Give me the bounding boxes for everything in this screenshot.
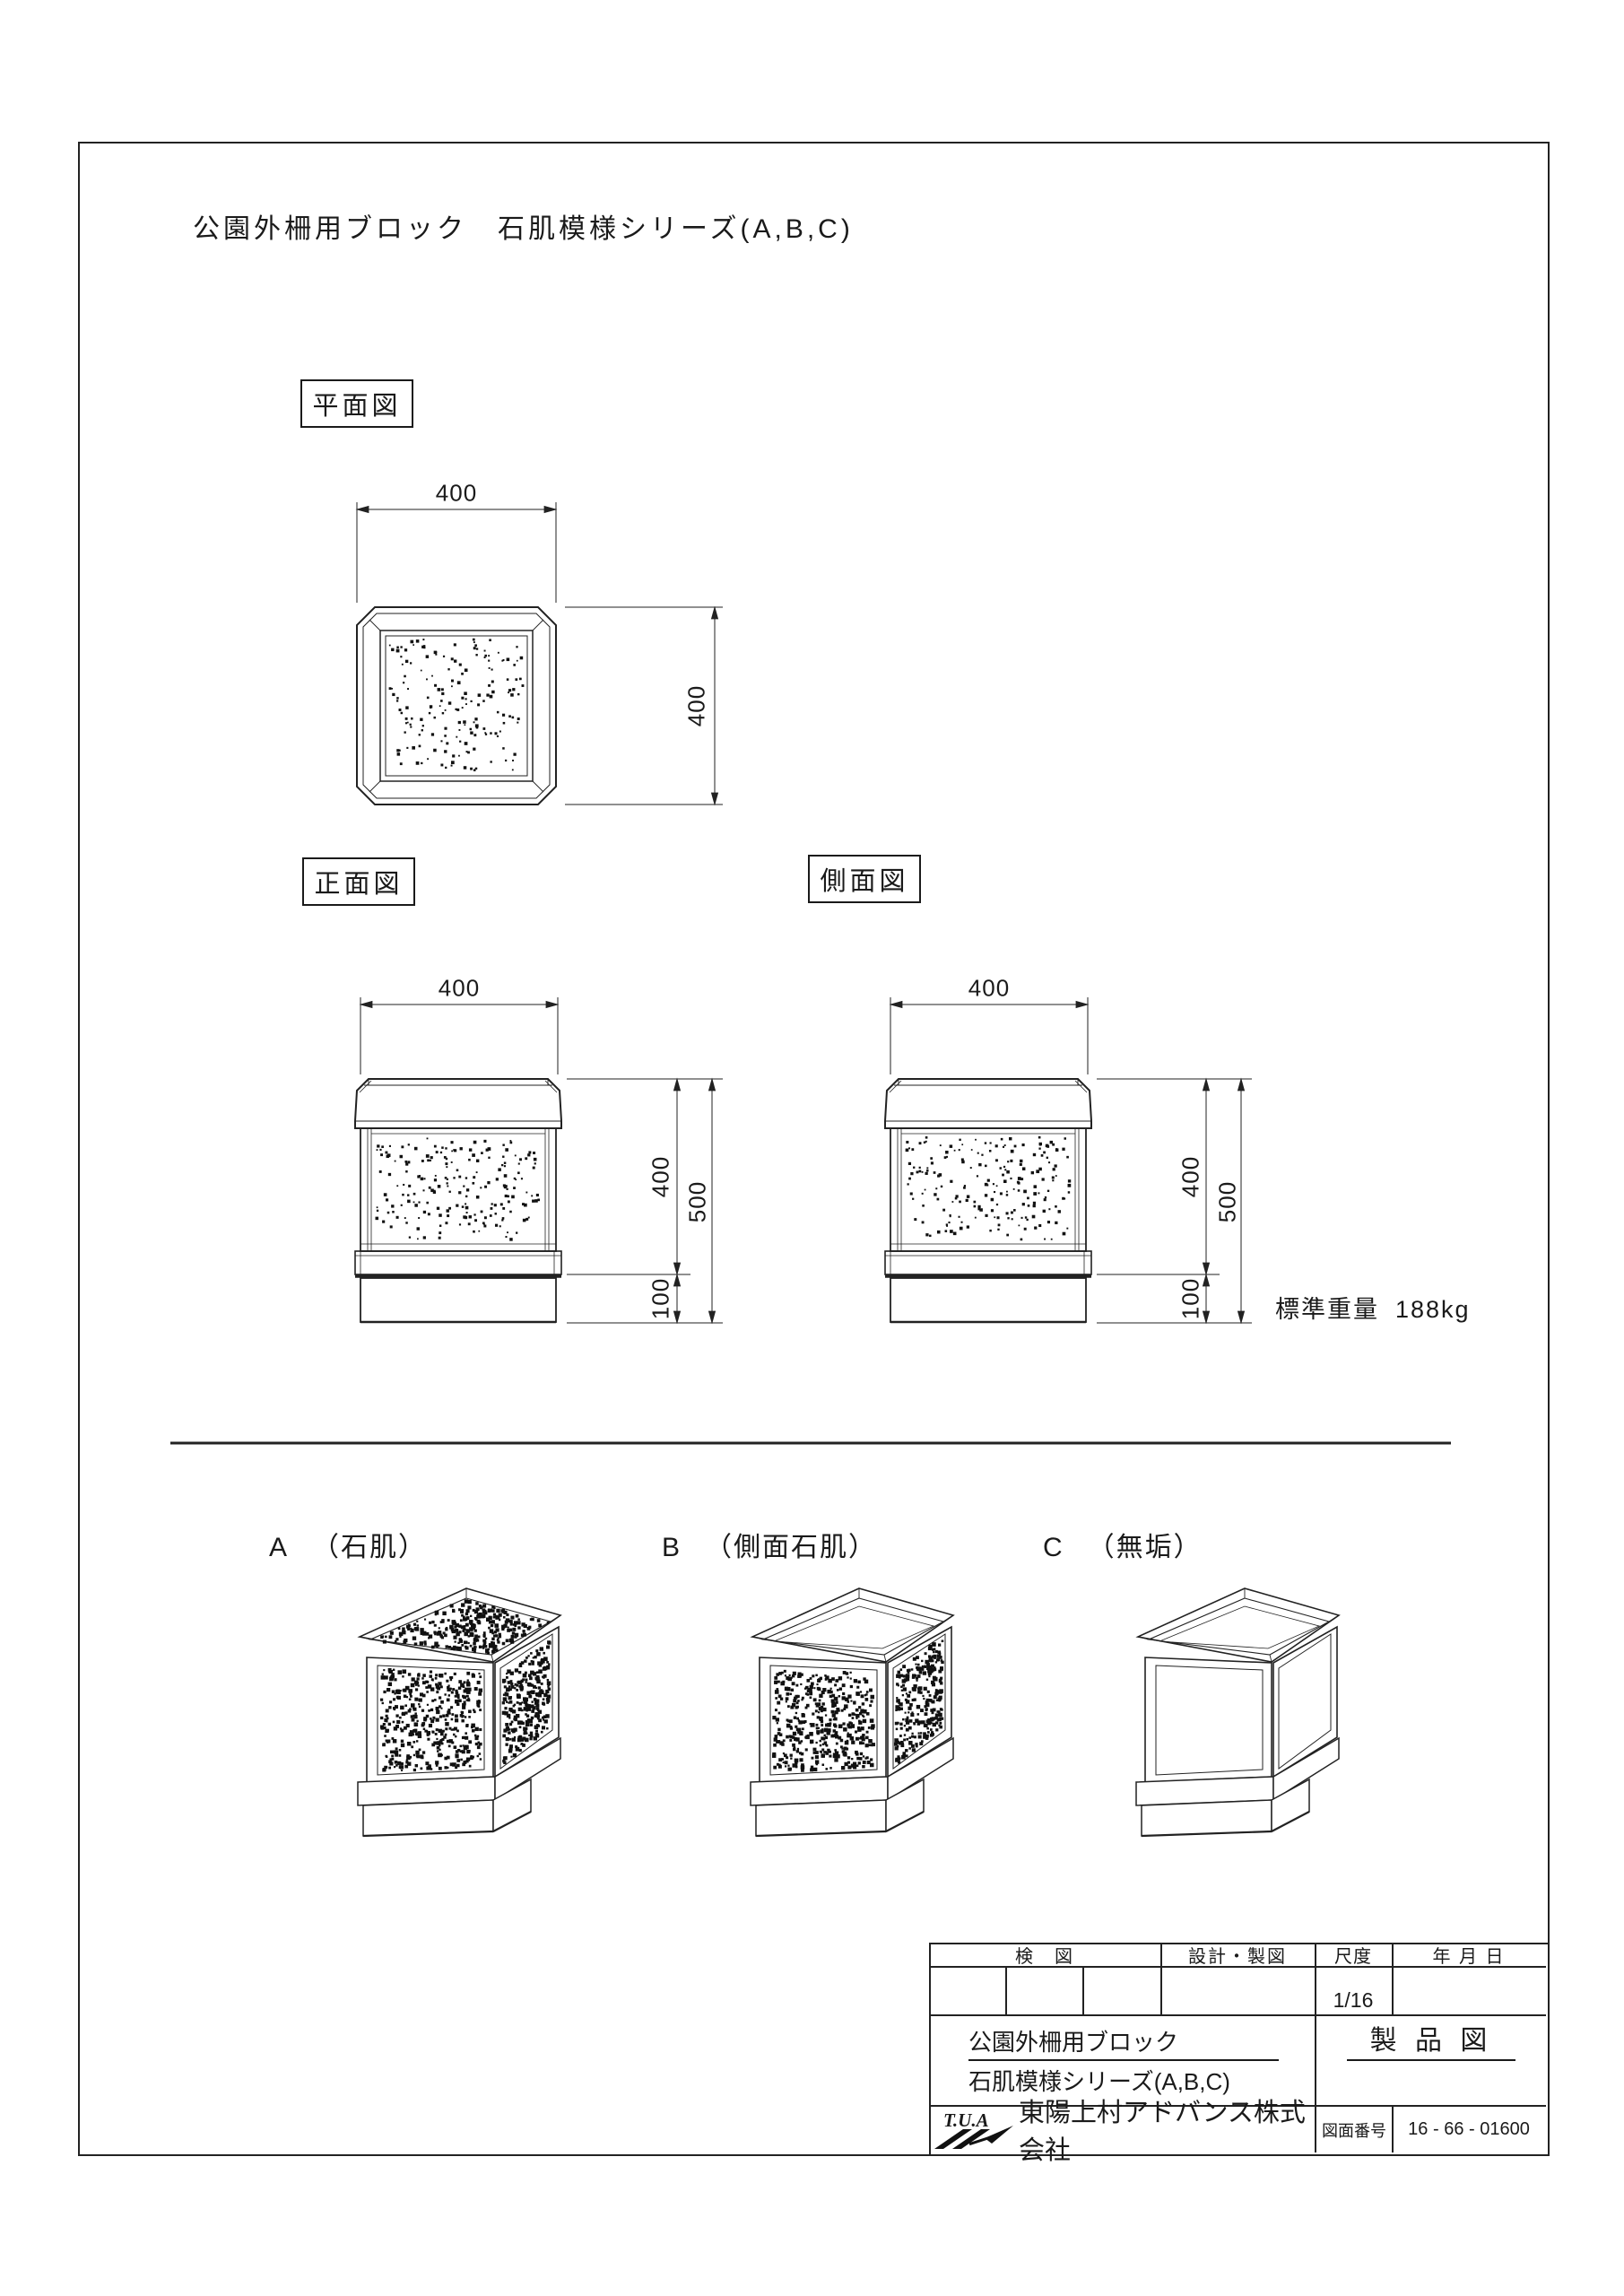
variant-c-name: （無垢） xyxy=(1087,1533,1203,1562)
tb-drawing-type: 製 品 図 xyxy=(1347,2020,1515,2061)
standard-weight-value: 188kg xyxy=(1395,1296,1471,1323)
variant-b-code: B xyxy=(662,1533,682,1562)
title-block xyxy=(929,1943,1550,2156)
tb-drawing-no-label: 図面番号 xyxy=(1322,2121,1386,2140)
title-block-line xyxy=(1005,1966,1007,2014)
variant-a-name: （石肌） xyxy=(312,1533,428,1562)
title-block-line xyxy=(1082,1966,1084,2014)
side-dim-body: 400 xyxy=(1177,1155,1204,1198)
tb-inspection-label: 検 図 xyxy=(1015,1946,1074,1967)
tb-product-line1: 公園外柵用ブロック xyxy=(968,2020,1279,2061)
plan-view-label: 平面図 xyxy=(300,379,413,428)
variant-c-code: C xyxy=(1043,1533,1064,1562)
tb-drawing-no: 16 - 66 - 01600 xyxy=(1408,2119,1530,2139)
tb-scale-value: 1/16 xyxy=(1333,1987,1374,2012)
standard-weight: 標準重量 188kg xyxy=(1275,1290,1471,1325)
front-dim-total: 500 xyxy=(683,1180,711,1223)
tb-product-line2: 石肌模様シリーズ(A,B,C) xyxy=(968,2067,1230,2095)
side-dim-total: 500 xyxy=(1213,1180,1241,1223)
title-block-line xyxy=(929,2105,1546,2107)
plan-dim-depth: 400 xyxy=(682,684,710,727)
front-dim-body: 400 xyxy=(647,1155,674,1198)
side-dim-base: 100 xyxy=(1177,1277,1204,1320)
title-block-line xyxy=(1392,2105,1394,2152)
side-view-label: 側面図 xyxy=(808,855,921,903)
plan-dim-width: 400 xyxy=(435,479,478,507)
tb-scale-label: 尺度 xyxy=(1334,1946,1372,1967)
side-dim-width: 400 xyxy=(968,974,1011,1002)
sheet-border xyxy=(78,142,1550,2156)
front-dim-base: 100 xyxy=(647,1277,674,1320)
variant-b-name: （側面石肌） xyxy=(705,1533,878,1562)
variant-label-a: A （石肌） xyxy=(269,1525,427,1564)
title-block-line xyxy=(929,1966,1546,1968)
variant-a-code: A xyxy=(269,1533,290,1562)
tb-date-label: 年 月 日 xyxy=(1432,1946,1506,1967)
company-logo-text: T.U.A xyxy=(943,2109,989,2131)
company-logo-mark xyxy=(934,2126,1013,2149)
front-dim-width: 400 xyxy=(438,974,481,1002)
title-block-line xyxy=(929,2014,1546,2016)
tb-company-name: 東陽上村アドバンス株式会社 xyxy=(1019,2099,1306,2165)
title-block-line xyxy=(1160,1943,1162,2014)
page-title: 公園外柵用ブロック 石肌模様シリーズ(A,B,C) xyxy=(193,214,854,244)
tb-design-label: 設計・製図 xyxy=(1188,1946,1287,1967)
standard-weight-label: 標準重量 xyxy=(1275,1296,1379,1323)
variant-label-b: B （側面石肌） xyxy=(662,1525,877,1564)
title-block-line xyxy=(1392,1943,1394,2014)
title-block-line xyxy=(1315,1943,1316,2152)
front-view-label: 正面図 xyxy=(302,857,415,906)
variant-label-c: C （無垢） xyxy=(1043,1525,1203,1564)
